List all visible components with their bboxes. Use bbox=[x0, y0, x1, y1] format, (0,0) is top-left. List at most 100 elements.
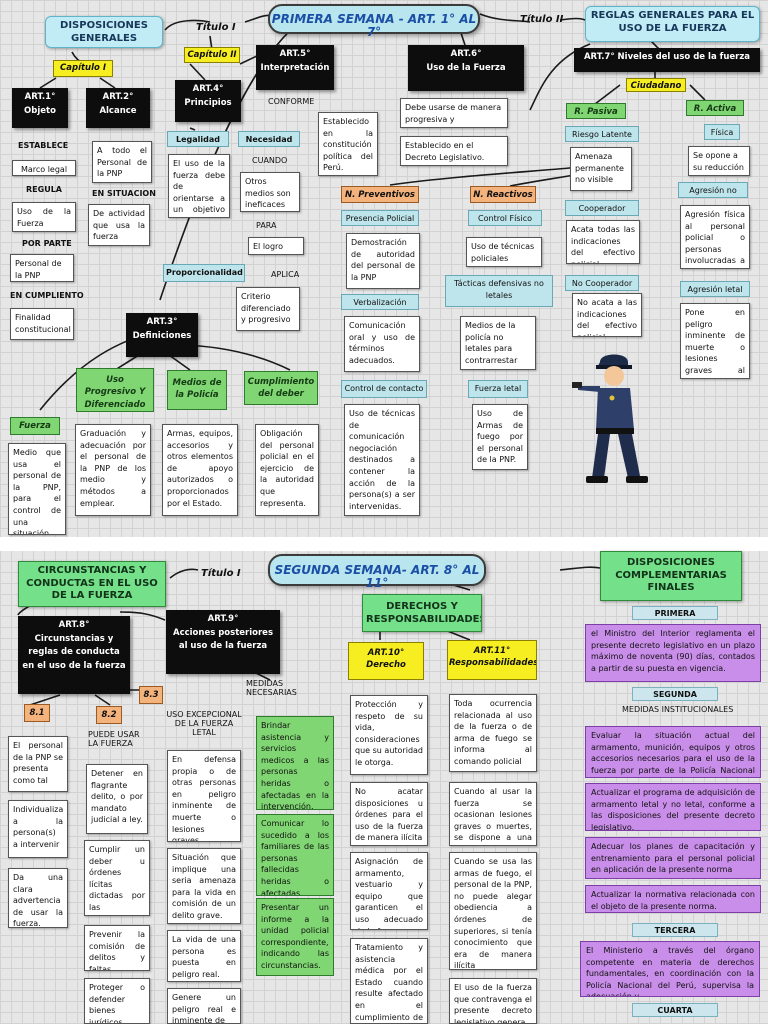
primera-text: el Ministro del Interior reglamenta el p… bbox=[585, 624, 761, 682]
art8-box: ART.8° Circunstancias y reglas de conduc… bbox=[18, 616, 130, 694]
f1: Toda ocurrencia relacionada al uso de la… bbox=[449, 694, 537, 772]
art6-text2: Establecido en el Decreto Legislativo. bbox=[400, 136, 508, 166]
week1-banner-text: PRIMERA SEMANA - ART. 1° AL 7° bbox=[271, 12, 477, 40]
uso-excepcional-label: USO EXCEPCIONAL DE LA FUERZA LETAL bbox=[166, 710, 242, 737]
a2: Individualiza a la persona(s) a interven… bbox=[8, 800, 68, 858]
contacto-text: Uso de técnicas de comunicación negociac… bbox=[344, 404, 420, 516]
medidas-institucionales-label: MEDIDAS INSTITUCIONALES bbox=[622, 705, 734, 714]
medidas-label: MEDIDAS NECESARIAS bbox=[246, 679, 297, 697]
capitulo1: Capítulo I bbox=[53, 60, 113, 77]
proporcionalidad: Proporcionalidad bbox=[163, 264, 245, 282]
control-contacto: Control de contacto bbox=[341, 380, 427, 398]
g4: Actualizar la normativa relacionada con … bbox=[585, 885, 761, 913]
disp-generales: DISPOSICIONES GENERALES bbox=[45, 16, 163, 48]
para-label: PARA bbox=[256, 221, 277, 230]
personal-pnp: Personal de la PNP bbox=[10, 254, 74, 282]
e2: No acatar disposiciones u órdenes para e… bbox=[350, 782, 428, 846]
marco-legal: Marco legal bbox=[12, 160, 76, 176]
art6-box: ART.6° Uso de la Fuerza bbox=[408, 45, 524, 91]
fuerza-letal-text: Uso de Armas de fuego por el personal de… bbox=[472, 404, 528, 470]
week2-banner: SEGUNDA SEMANA- ART. 8° AL 11° bbox=[268, 554, 486, 590]
agresion-letal-text: Pone en peligro inminente de muerte o le… bbox=[680, 303, 750, 379]
segunda-label: SEGUNDA bbox=[632, 687, 718, 701]
b3: Prevenir la comisión de delitos y faltas… bbox=[84, 925, 150, 971]
r-pasiva: R. Pasiva bbox=[566, 103, 626, 119]
g2: Actualizar el programa de adquisición de… bbox=[585, 783, 761, 831]
por-parte-label: POR PARTE bbox=[22, 239, 72, 248]
cooperador: Cooperador bbox=[565, 200, 639, 216]
def-uso-progresivo-text: Graduación y adecuación por el personal … bbox=[75, 424, 151, 516]
no-cooperador: No Cooperador bbox=[565, 275, 639, 291]
cooperador-text: Acata todas las indicaciones del efectiv… bbox=[566, 220, 640, 264]
puede-usar-label: PUEDE USAR LA FUERZA bbox=[88, 730, 140, 748]
c3: La vida de una persona es puesta en peli… bbox=[167, 930, 241, 982]
control-fisico-text: Uso de técnicas policiales bbox=[466, 237, 542, 267]
b1: Detener en flagrante delito, o por manda… bbox=[86, 764, 148, 834]
riesgo-latente: Riesgo Latente bbox=[565, 126, 639, 142]
agresion-no-letal-text: Agresión física al personal policial o p… bbox=[680, 205, 750, 269]
circunstancias: CIRCUNSTANCIAS Y CONDUCTAS EN EL USO DE … bbox=[18, 561, 166, 607]
section-divider bbox=[0, 537, 768, 551]
regula-label: REGULA bbox=[26, 185, 62, 194]
presencia-policial: Presencia Policial bbox=[341, 210, 419, 226]
fuerza-def: Fuerza bbox=[10, 417, 60, 435]
control-fisico: Control Físico bbox=[468, 210, 542, 226]
e1: Protección y respeto de su vida, conside… bbox=[350, 695, 428, 775]
g1: Evaluar la situación actual del armament… bbox=[585, 726, 761, 778]
situacion-label: EN SITUACION bbox=[92, 189, 156, 198]
f2: Cuando al usar la fuerza se ocasionan le… bbox=[449, 782, 537, 846]
c1: En defensa propia o de otras personas en… bbox=[167, 750, 241, 842]
def-medios-policia: Medios de la Policía bbox=[167, 370, 227, 410]
actividad: De actividad que usa la fuerza bbox=[88, 204, 150, 246]
tercera-label: TERCERA bbox=[632, 923, 718, 937]
f4: El uso de la fuerza que contravenga el p… bbox=[449, 978, 537, 1024]
aplica-label: APLICA bbox=[271, 270, 300, 279]
art1-box: ART.1° Objeto bbox=[12, 88, 68, 128]
uso-fuerza: Uso de la Fuerza bbox=[12, 202, 76, 232]
derechos-resp: DERECHOS Y RESPONSABILIDADES bbox=[362, 594, 482, 632]
art5-box: ART.5° Interpretación bbox=[256, 45, 334, 90]
art7-box: ART.7° Niveles del uso de la fuerza bbox=[574, 48, 760, 72]
b4: Proteger o defender bienes jurídicos tut… bbox=[84, 978, 150, 1024]
necesidad-text: Otros medios son ineficaces bbox=[240, 172, 300, 212]
capitulo2: Capítulo II bbox=[184, 47, 240, 63]
d1: Brindar asistencia y servicios medicos a… bbox=[256, 716, 334, 810]
reglas-generales: REGLAS GENERALES PARA EL USO DE LA FUERZ… bbox=[585, 6, 760, 42]
disp-complementarias: DISPOSICIONES COMPLEMENTARIAS FINALES bbox=[600, 551, 742, 601]
police-officer-illustration bbox=[572, 354, 648, 483]
titulo2-label: Título II bbox=[520, 14, 564, 25]
week1-banner: PRIMERA SEMANA - ART. 1° AL 7° bbox=[268, 4, 480, 39]
fisica-text: Se opone a su reducción bbox=[688, 146, 750, 176]
fisica: Física bbox=[704, 124, 740, 140]
fuerza-text: Medio que usa el personal de la PNP, par… bbox=[8, 443, 66, 535]
n81: 8.1 bbox=[24, 704, 50, 722]
legalidad: Legalidad bbox=[167, 131, 229, 147]
def-cumplimiento: Cumplimiento del deber bbox=[244, 371, 318, 405]
def-uso-progresivo: Uso Progresivo Y Diferenciado De la Fuer… bbox=[76, 368, 154, 412]
e4: Tratamiento y asistencia médica por el E… bbox=[350, 938, 428, 1024]
cumplimiento-label: EN CUMPLIENTO bbox=[10, 291, 84, 300]
legalidad-text: El uso de la fuerza debe de orientarse a… bbox=[168, 154, 230, 218]
art10-box: ART.10° Derecho bbox=[348, 642, 424, 680]
def-cumplimiento-text: Obligación del personal policial en el e… bbox=[255, 424, 319, 516]
g3: Adecuar los planes de capacitación y ent… bbox=[585, 837, 761, 879]
d2: Comunicar lo sucedido a los familiares d… bbox=[256, 814, 334, 896]
verbalizacion: Verbalización bbox=[341, 294, 419, 310]
a1: El personal de la PNP se presenta como t… bbox=[8, 736, 68, 792]
n82: 8.2 bbox=[96, 706, 122, 724]
s2-titulo1-label: Título I bbox=[201, 568, 241, 579]
b2: Cumplir un deber u órdenes lícitas dicta… bbox=[84, 840, 150, 916]
art5-text: Establecido en la constitución política … bbox=[318, 112, 378, 176]
logro-legal: El logro legal bbox=[248, 237, 304, 255]
art11-box: ART.11° Responsabilidades bbox=[447, 640, 537, 680]
art2-box: ART.2° Alcance bbox=[86, 88, 150, 128]
a3: Da una clara advertencia de usar la fuer… bbox=[8, 868, 68, 928]
establece-label: ESTABLECE bbox=[18, 141, 69, 150]
finalidad: Finalidad constitucional bbox=[10, 308, 74, 340]
art2-text: A todo el Personal de la PNP bbox=[92, 141, 152, 183]
no-cooperador-text: No acata a las indicaciones del efectivo… bbox=[572, 293, 642, 337]
primera-label: PRIMERA bbox=[632, 606, 718, 620]
cuarta-label: CUARTA bbox=[632, 1003, 718, 1017]
art3-box: ART.3° Definiciones bbox=[126, 313, 198, 357]
agresion-no-letal: Agresión no letal bbox=[678, 182, 748, 198]
